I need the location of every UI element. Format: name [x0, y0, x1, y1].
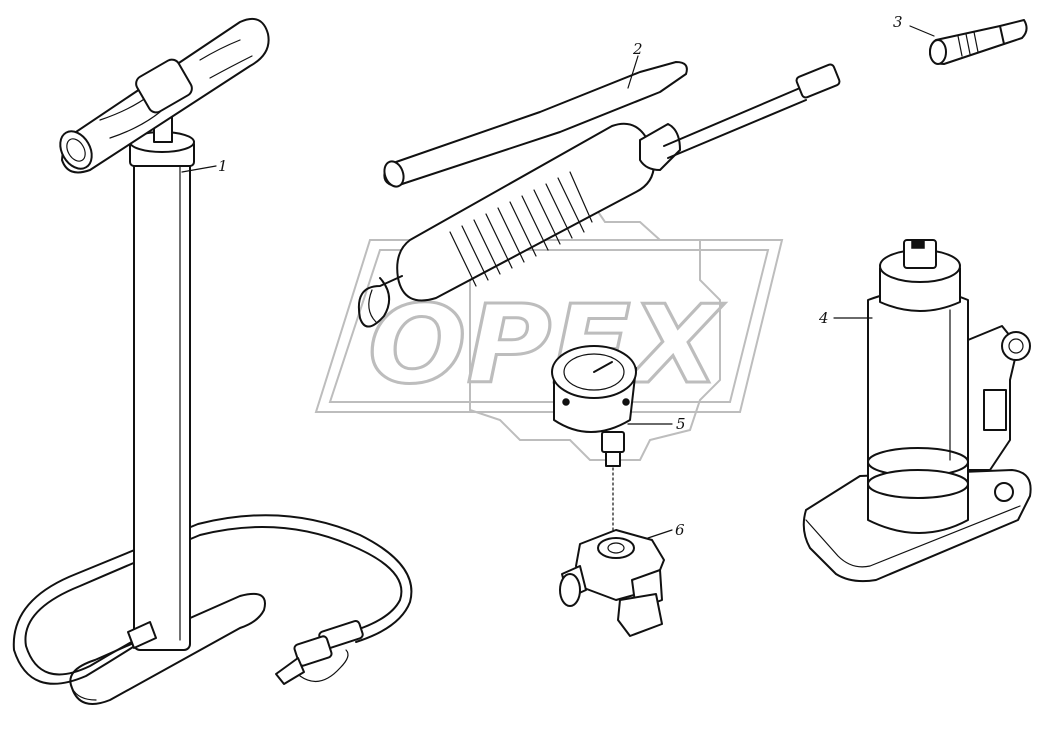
leader-2: [627, 55, 639, 89]
watermark-brand-text: OPEX: [368, 283, 725, 408]
gauge-stem: [601, 431, 625, 453]
watermark-frame-inner: [328, 249, 770, 403]
watermark-frame-outer: [314, 239, 784, 413]
pump-hose: [24, 526, 403, 676]
pump-chuck: [275, 619, 364, 685]
grease-gun-head: [639, 123, 681, 171]
pump-barrel: [133, 149, 191, 651]
callout-5: 5: [676, 415, 686, 433]
callout-1: 1: [218, 157, 228, 175]
grease-gun-tube: [663, 87, 801, 147]
callout-2: 2: [632, 40, 643, 58]
callout-4: 4: [818, 309, 829, 327]
pump-handle-collar: [135, 58, 193, 114]
valve-nut: [617, 593, 663, 637]
leader-3: [909, 25, 935, 37]
grease-gun-pull-ring: [358, 275, 403, 328]
leader-1: [181, 165, 217, 173]
floor-pump: [12, 18, 413, 705]
callout-leaders: [181, 25, 935, 539]
grease-gun-nozzle: [795, 63, 841, 99]
callout-3: 3: [893, 13, 903, 31]
bottle-jack: [802, 239, 1032, 583]
adapter-tip: [929, 19, 1028, 65]
pressure-gauge: [551, 345, 637, 531]
callout-6: 6: [675, 521, 685, 539]
leader-6: [647, 529, 673, 539]
grease-gun: [358, 61, 841, 328]
watermark-logo: OPEX: [314, 199, 784, 461]
valve-fitting: [559, 529, 665, 637]
grease-gun-grip-ribs: [449, 171, 593, 287]
grease-gun-lever: [383, 61, 688, 187]
